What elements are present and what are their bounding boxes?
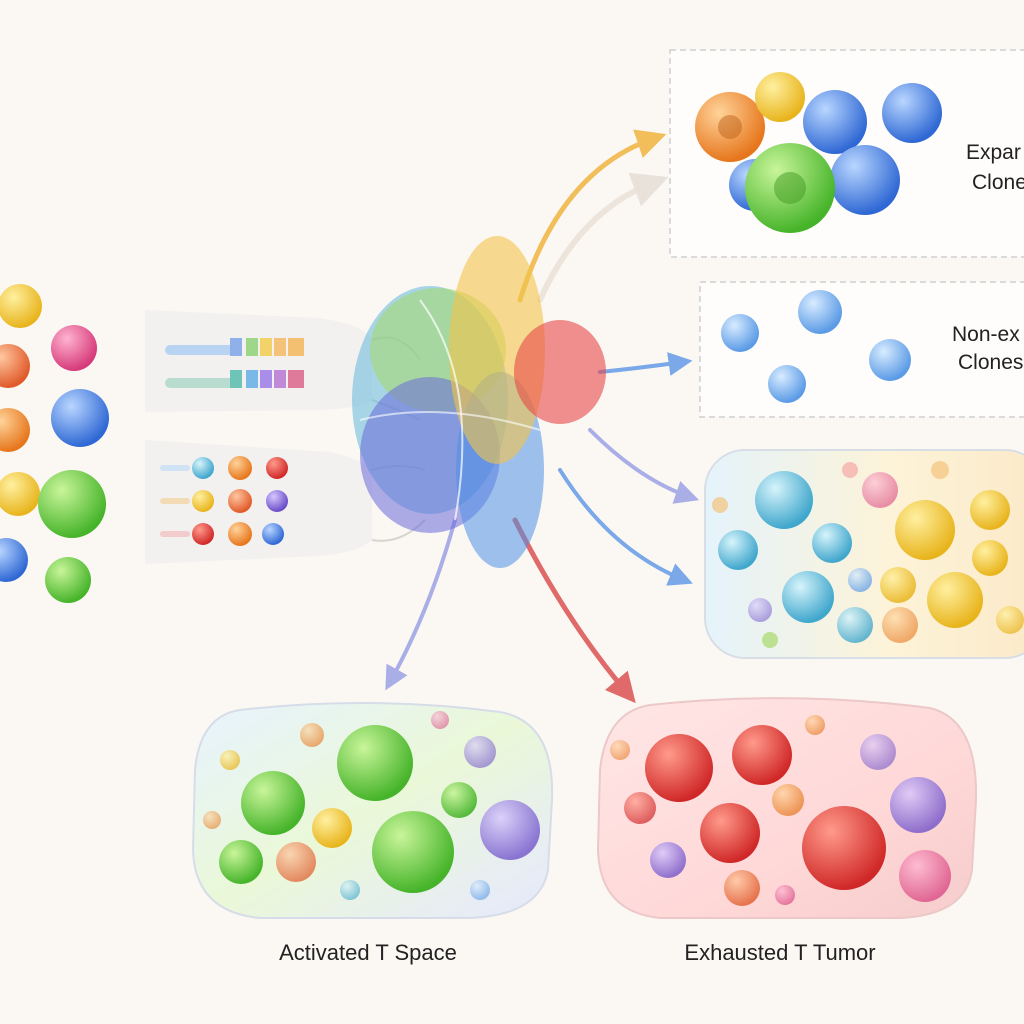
expanded-clones-label-line1: Expar: [966, 141, 1021, 164]
tissue-blob-exhausted: [596, 697, 978, 919]
tissue-blob-activated: [191, 701, 554, 919]
nonexpanded-clone-cells: [721, 290, 911, 403]
dot-row: [160, 522, 284, 546]
expanded-clones-label-line2: Clone: [972, 171, 1024, 194]
cell-circle-icon: [755, 72, 805, 122]
cell-circle-icon: [0, 408, 30, 452]
curved-arrow-icon: [512, 517, 636, 704]
input-cell-population: [0, 284, 109, 603]
receptor-bar-panel: [145, 310, 372, 412]
cell-circle-icon: [803, 90, 867, 154]
nonexpanded-clones-label-line2: Clones: [958, 351, 1024, 374]
cell-circle-icon: [798, 290, 842, 334]
nonexpanded-clones-box: [699, 281, 1024, 418]
bar-row: [165, 370, 304, 388]
cell-circle-icon: [869, 339, 911, 381]
cell-circle-icon: [51, 325, 97, 371]
curved-arrow-icon: [385, 518, 457, 691]
overlapping-ellipses-icon: [352, 236, 606, 568]
cell-circle-icon: [768, 365, 806, 403]
curved-arrow-icon: [537, 172, 669, 303]
dot-row: [160, 489, 288, 513]
cell-circle-icon: [882, 83, 942, 143]
cell-circle-icon: [51, 389, 109, 447]
cell-circle-icon: [830, 145, 900, 215]
cell-circle-icon: [695, 92, 765, 162]
exhausted-label: Exhausted T Tumor: [684, 940, 876, 965]
curved-arrow-icon: [517, 129, 667, 303]
cell-circle-icon: [0, 284, 42, 328]
curved-arrow-icon: [588, 428, 700, 504]
cell-circle-icon: [0, 472, 40, 516]
nonexpanded-clones-label-line1: Non-ex: [952, 323, 1020, 346]
receptor-dot-panel: [145, 440, 372, 564]
cell-circle-icon: [0, 344, 30, 388]
cell-circle-icon: [45, 557, 91, 603]
expanded-clones-label-clip: Expar Clone: [930, 130, 1024, 210]
cell-circle-icon: [38, 470, 106, 538]
activated-label: Activated T Space: [279, 940, 457, 965]
expanded-clone-cluster: [695, 72, 942, 233]
bar-row: [165, 338, 304, 356]
flow-arrows: [385, 129, 700, 704]
curved-arrow-icon: [558, 468, 693, 586]
cell-circle-icon: [721, 314, 759, 352]
dot-row: [160, 456, 288, 480]
curved-arrow-icon: [598, 352, 693, 376]
nonexpanded-clones-label-clip: Non-ex Clones: [930, 318, 1024, 398]
cell-circle-icon: [0, 538, 28, 582]
tissue-blob-right: [704, 449, 1024, 659]
